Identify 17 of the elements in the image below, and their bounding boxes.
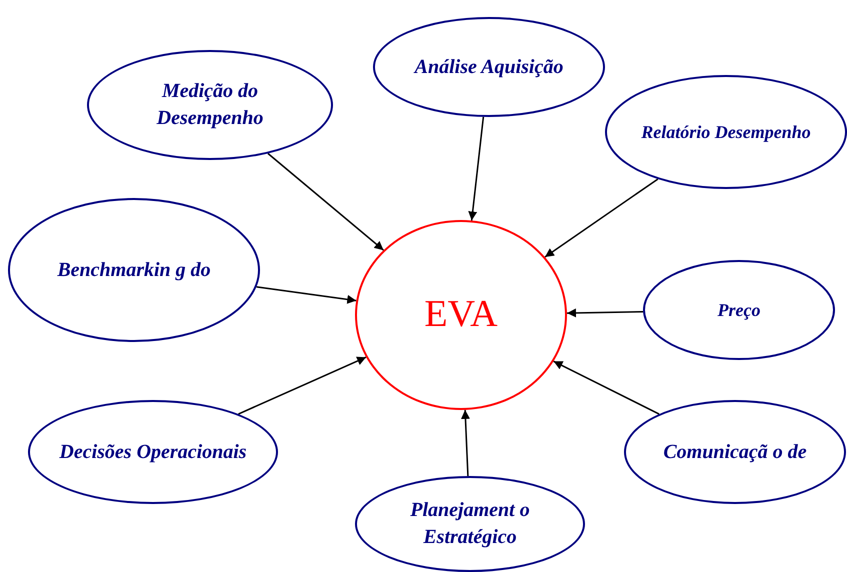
arrow xyxy=(238,356,366,415)
concept-label: Planejament o Estratégico xyxy=(409,498,531,550)
concept-label: Análise Aquisição xyxy=(412,54,564,80)
arrow xyxy=(256,286,356,304)
arrow xyxy=(553,360,660,415)
concept-label: Relatório Desempenho xyxy=(640,120,812,144)
center-label: EVA xyxy=(423,292,499,338)
concept-label: Benchmarkin g do xyxy=(56,258,212,282)
concept-label: Preço xyxy=(716,298,762,322)
arrow xyxy=(544,178,658,258)
concept-label: Decisões Operacionais xyxy=(58,440,248,464)
arrow xyxy=(268,152,384,251)
arrow xyxy=(460,410,470,476)
concept-label: Medição do Desempenho xyxy=(156,79,264,131)
concept-label: Comunicaçã o de xyxy=(662,440,808,464)
arrow xyxy=(468,116,484,221)
arrow xyxy=(566,308,644,318)
